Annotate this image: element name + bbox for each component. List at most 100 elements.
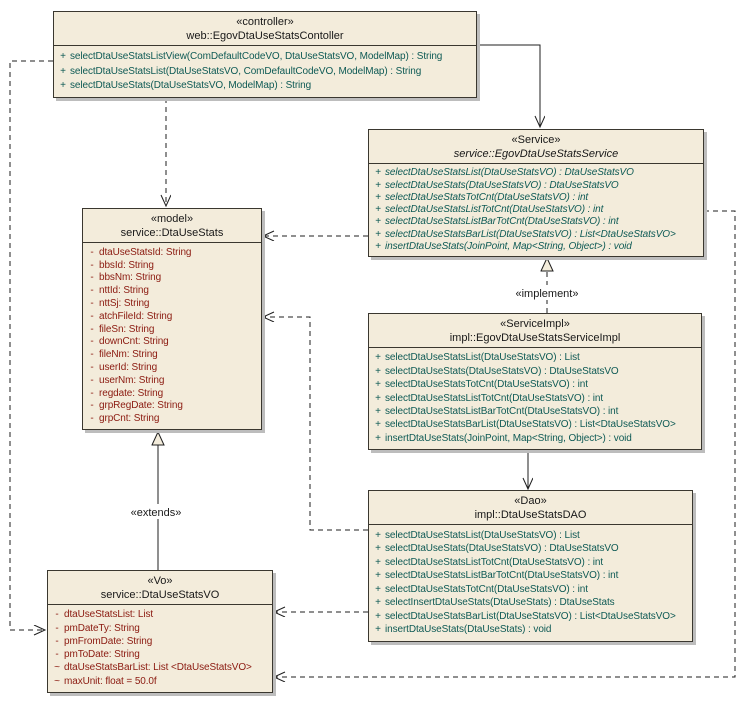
member-row: +selectDtaUseStatsBarList(DtaUseStatsVO)… xyxy=(371,229,701,240)
attribute-text: pmFromDate: String xyxy=(64,635,153,647)
attribute-text: grpCnt: String xyxy=(99,413,160,425)
association-controller-to-service xyxy=(477,44,540,127)
method-signature: selectDtaUseStatsListView(ComDefaultCode… xyxy=(70,51,443,63)
class-name: service::EgovDtaUseStatsService xyxy=(453,148,619,160)
attribute-text: dtaUseStatsId: String xyxy=(99,246,192,258)
class-box-model: «model» service::DtaUseStats -dtaUseStat… xyxy=(82,208,262,430)
visibility-symbol: + xyxy=(375,529,381,541)
method-signature: selectDtaUseStatsTotCnt(DtaUseStatsVO) :… xyxy=(385,191,589,203)
dependency-dao-to-model xyxy=(263,317,368,531)
member-row: +selectDtaUseStatsTotCnt(DtaUseStatsVO) … xyxy=(371,584,690,595)
method-signature: selectDtaUseStats(DtaUseStatsVO) : DtaUs… xyxy=(385,543,619,555)
visibility-symbol: + xyxy=(375,583,381,595)
method-signature: insertDtaUseStats(DtaUseStats) : void xyxy=(385,624,552,636)
attribute-text: bbsId: String xyxy=(99,259,154,271)
extends-label: «extends» xyxy=(131,507,182,519)
class-stereotype: «Service» xyxy=(511,134,561,146)
visibility-symbol: + xyxy=(375,610,381,622)
attribute-text: atchFileId: String xyxy=(99,310,173,322)
method-signature: selectDtaUseStatsList(DtaUseStatsVO) : L… xyxy=(385,352,580,364)
class-box-dao: «Dao» impl::DtaUseStatsDAO +selectDtaUse… xyxy=(368,490,693,642)
visibility-symbol: - xyxy=(90,400,94,412)
visibility-symbol: - xyxy=(90,374,94,386)
class-members: + selectDtaUseStatsList(DtaUseStatsVO) : … xyxy=(369,164,703,256)
member-row: +selectDtaUseStatsListTotCnt(DtaUseStats… xyxy=(371,393,699,404)
member-row: + selectDtaUseStatsTotCnt(DtaUseStatsVO) … xyxy=(371,379,699,390)
member-row: -grpCnt: String xyxy=(85,413,259,424)
visibility-symbol: - xyxy=(90,387,94,399)
member-row: -dtaUseStatsList: List xyxy=(50,609,270,620)
extends-label-bg xyxy=(125,504,187,519)
class-name: impl::EgovDtaUseStatsServiceImpl xyxy=(449,332,621,344)
class-header: «model» service::DtaUseStats xyxy=(83,209,261,243)
class-stereotype: «Dao» xyxy=(514,495,547,507)
method-signature: selectInsertDtaUseStats(DtaUseStats) : D… xyxy=(385,597,615,609)
visibility-symbol: - xyxy=(90,413,94,425)
member-row: +selectDtaUseStatsList(DtaUseStatsVO, Co… xyxy=(56,66,474,77)
method-signature: selectDtaUseStatsListBarTotCnt(DtaUseSta… xyxy=(385,216,619,228)
method-signature: selectDtaUseStatsBarList(DtaUseStatsVO) … xyxy=(385,419,676,431)
class-box-service: «Service» service::EgovDtaUseStatsServic… xyxy=(368,129,704,257)
method-signature: selectDtaUseStatsTotCnt(DtaUseStatsVO) :… xyxy=(385,379,588,391)
attribute-text: maxUnit: float = 50.0f xyxy=(64,675,157,687)
visibility-symbol: - xyxy=(90,310,94,322)
member-row: +selectInsertDtaUseStats(DtaUseStats) : … xyxy=(371,597,690,608)
member-row: -downCnt: String xyxy=(85,336,259,347)
visibility-symbol: - xyxy=(90,285,94,297)
member-row: +selectDtaUseStatsBarList(DtaUseStatsVO)… xyxy=(371,419,699,430)
dependency-controller-to-vo xyxy=(9,60,53,630)
member-row: -dtaUseStatsId: String xyxy=(85,247,259,258)
visibility-symbol: - xyxy=(55,635,59,647)
member-row: -bbsId: String xyxy=(85,260,259,271)
visibility-symbol: + xyxy=(375,365,381,377)
visibility-symbol: + xyxy=(375,543,381,555)
attribute-text: grpRegDate: String xyxy=(99,400,183,412)
class-stereotype: «ServiceImpl» xyxy=(500,318,570,330)
member-row: +selectDtaUseStats(DtaUseStatsVO) : DtaU… xyxy=(371,366,699,377)
class-members: +selectDtaUseStatsList(DtaUseStatsVO) : … xyxy=(369,525,692,641)
visibility-symbol: + xyxy=(375,570,381,582)
member-row: +selectDtaUseStats(DtaUseStatsVO) : DtaU… xyxy=(371,180,701,191)
visibility-symbol: + xyxy=(375,240,381,252)
member-row: -regdate: String xyxy=(85,388,259,399)
class-name: web::EgovDtaUseStatsContoller xyxy=(186,30,344,42)
visibility-symbol: ~ xyxy=(54,662,60,674)
attribute-text: pmDateTy: String xyxy=(64,622,140,634)
class-members: + selectDtaUseStatsList(DtaUseStatsVO) : … xyxy=(369,348,701,449)
visibility-symbol: + xyxy=(375,379,381,391)
visibility-symbol: - xyxy=(90,246,94,258)
member-row: + selectDtaUseStatsListBarTotCnt(DtaUseSt… xyxy=(371,570,690,581)
method-signature: selectDtaUseStatsListBarTotCnt(DtaUseSta… xyxy=(385,570,619,582)
member-row: -pmDateTy: String xyxy=(50,623,270,634)
visibility-symbol: + xyxy=(60,65,66,77)
method-signature: insertDtaUseStats(JoinPoint, Map<String,… xyxy=(385,240,632,252)
attribute-text: pmToDate: String xyxy=(64,649,140,661)
class-stereotype: «Vo» xyxy=(147,575,173,587)
implement-label: «implement» xyxy=(516,288,579,300)
visibility-symbol: + xyxy=(375,432,381,444)
class-header: «controller» web::EgovDtaUseStatsContoll… xyxy=(54,12,476,46)
member-row: +selectDtaUseStatsListBarTotCnt(DtaUseSt… xyxy=(371,406,699,417)
method-signature: selectDtaUseStatsBarList(DtaUseStatsVO) … xyxy=(385,228,676,240)
visibility-symbol: + xyxy=(375,216,381,228)
visibility-symbol: + xyxy=(375,191,381,203)
member-row: -nttSj: String xyxy=(85,298,259,309)
method-signature: selectDtaUseStatsListTotCnt(DtaUseStatsV… xyxy=(385,204,604,215)
class-members: -dtaUseStatsId: String-bbsId: String-bbs… xyxy=(83,243,261,429)
attribute-text: nttId: String xyxy=(99,285,149,297)
class-name: service::DtaUseStatsVO xyxy=(100,589,220,601)
dependency-service-to-vo xyxy=(274,210,736,677)
member-row: +selectDtaUseStatsList(DtaUseStatsVO) : … xyxy=(371,530,690,541)
class-box-vo: «Vo» service::DtaUseStatsVO -dtaUseStats… xyxy=(47,570,273,693)
visibility-symbol: - xyxy=(90,272,94,284)
method-signature: selectDtaUseStatsListBarTotCnt(DtaUseSta… xyxy=(385,405,619,417)
member-row: +selectDtaUseStatsListTotCnt(DtaUseStats… xyxy=(371,557,690,568)
attribute-text: fileSn: String xyxy=(99,323,155,335)
class-name: impl::DtaUseStatsDAO xyxy=(474,509,587,521)
member-row: +selectDtaUseStatsListView(ComDefaultCod… xyxy=(56,51,474,62)
method-signature: selectDtaUseStatsList(DtaUseStatsVO) : D… xyxy=(385,167,634,179)
visibility-symbol: - xyxy=(55,622,59,634)
attribute-text: fileNm: String xyxy=(99,349,158,361)
attribute-text: dtaUseStatsBarList: List <DtaUseStatsVO> xyxy=(64,662,252,674)
